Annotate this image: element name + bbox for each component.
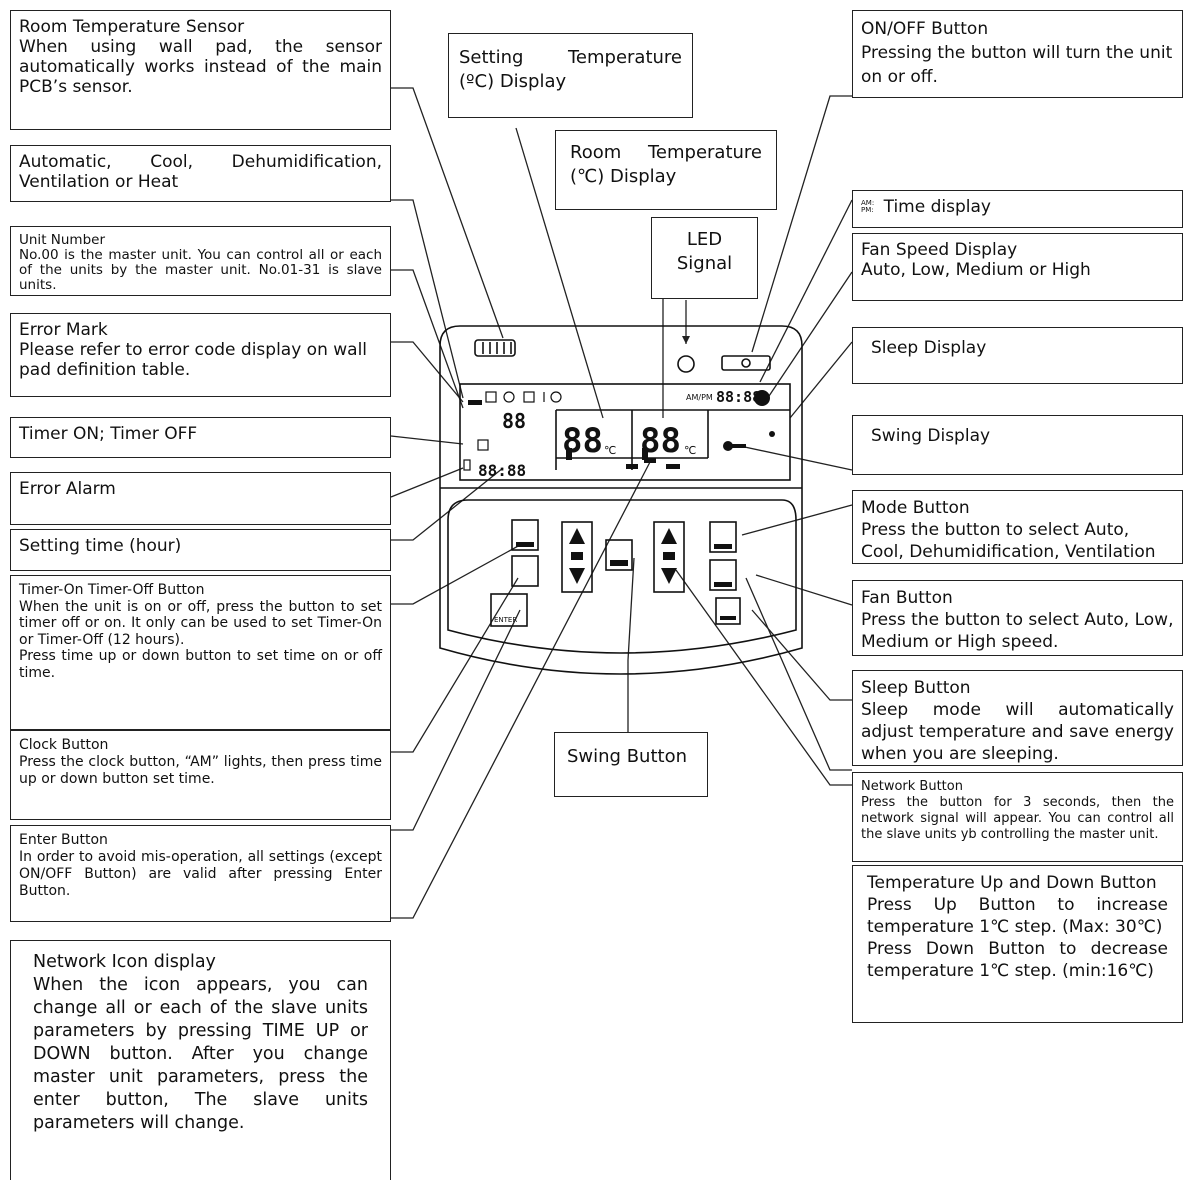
fan-speed-icon [754, 390, 770, 406]
lcd-panel [459, 383, 791, 481]
leader-unit-number [391, 269, 464, 409]
callout-enter-button: Enter Button In order to avoid mis-opera… [10, 825, 391, 922]
callout-sleep-display: Sleep Display [852, 327, 1183, 384]
set-temp-unit: ℃ [604, 444, 616, 457]
leader-timer-on-off [390, 435, 464, 445]
leader-setting-time [391, 467, 504, 541]
callout-led-signal: LED Signal [651, 217, 758, 299]
callout-setting-time: Setting time (hour) [10, 529, 391, 571]
clock-button[interactable] [511, 555, 539, 587]
led-signal-indicator [677, 355, 695, 373]
callout-timer-button: Timer-On Timer-Off Button When the unit … [10, 575, 391, 730]
enter-button[interactable] [490, 593, 528, 627]
leader-clock-button [391, 577, 519, 753]
leader-enter-button [391, 609, 521, 831]
leader-error-alarm [390, 467, 464, 498]
leader-on-off [751, 95, 852, 353]
leader-swing-button [627, 557, 635, 740]
callout-swing-button: Swing Button [554, 732, 708, 797]
callout-clock-button: Clock Button Press the clock button, “AM… [10, 730, 391, 820]
callout-error-alarm: Error Alarm [10, 472, 391, 525]
mode-button[interactable] [709, 521, 737, 553]
dry-mode-icon [523, 391, 535, 403]
callout-setting-temp: Setting Temperature (ºC) Display [448, 33, 693, 118]
sleep-icon [769, 431, 775, 437]
leader-room-temp-sensor [391, 87, 504, 339]
cool-mode-icon [503, 391, 515, 403]
time-updown-button[interactable] [561, 521, 593, 593]
auto-mode-icon [485, 391, 497, 403]
timer-button[interactable] [511, 519, 539, 551]
leader-sleep-button [751, 609, 852, 701]
leader-swing-display [739, 445, 853, 471]
room-temp-unit: ℃ [684, 444, 696, 457]
sleep-button[interactable] [715, 597, 741, 625]
callout-time-display: AM: PM: Time display [852, 190, 1183, 228]
on-off-button[interactable] [721, 355, 771, 371]
sensor-grille [474, 339, 516, 357]
enter-button-label: ENTER [494, 616, 517, 624]
unit-number-digits: 88 [502, 409, 526, 433]
leader-mode-display [391, 199, 464, 399]
leader-temp-updown [675, 569, 852, 786]
timer-on-icon [477, 439, 489, 451]
setting-time-digits: 88:88 [478, 461, 526, 480]
button-panel [447, 499, 797, 654]
callout-error-mark: Error Mark Please refer to error code di… [10, 313, 391, 397]
leader-fan-button [755, 574, 853, 606]
fan-button[interactable] [709, 559, 737, 591]
leader-time-display [759, 199, 853, 383]
callout-mode-display: Automatic, Cool, Dehumidification, Venti… [10, 145, 391, 202]
callout-sleep-button: Sleep Button Sleep mode will automatical… [852, 670, 1183, 766]
leader-sleep-display [789, 341, 853, 419]
leader-network-icon [391, 461, 651, 919]
callout-temp-updown: Temperature Up and Down Button Press Up … [852, 865, 1183, 1023]
leader-network-button [745, 577, 852, 771]
callout-unit-number: Unit Number No.00 is the master unit. Yo… [10, 226, 391, 296]
callout-timer-on-off: Timer ON; Timer OFF [10, 417, 391, 458]
set-temp-digits: 88 [562, 421, 603, 461]
ampm-label: AM/PM [686, 393, 713, 402]
callout-mode-button: Mode Button Press the button to select A… [852, 490, 1183, 564]
callout-on-off: ON/OFF Button Pressing the button will t… [852, 10, 1183, 98]
leader-timer-button [391, 544, 521, 605]
heat-mode-icon [550, 391, 562, 403]
temp-down-arrow-icon [661, 568, 677, 584]
network-icon [463, 459, 471, 471]
room-temp-digits: 88 [640, 421, 681, 461]
device-body [439, 325, 803, 675]
callout-fan-button: Fan Button Press the button to select Au… [852, 580, 1183, 656]
leader-fan-speed [764, 271, 853, 403]
leader-mode-button [741, 504, 853, 536]
swing-button[interactable] [605, 539, 633, 571]
clock-digits: 88:88 [716, 388, 761, 406]
callout-fan-speed: Fan Speed Display Auto, Low, Medium or H… [852, 233, 1183, 301]
callout-room-temp-sensor: Room Temperature Sensor When using wall … [10, 10, 391, 130]
leader-setting-temp [515, 127, 604, 419]
callout-network-icon: Network Icon display When the icon appea… [10, 940, 391, 1180]
callout-swing-display: Swing Display [852, 415, 1183, 475]
temp-up-arrow-icon [661, 528, 677, 544]
callout-room-temp: Room Temperature (℃) Display [555, 130, 777, 210]
callout-network-button: Network Button Press the button for 3 se… [852, 772, 1183, 862]
swing-icon [723, 441, 733, 451]
time-up-arrow-icon [569, 528, 585, 544]
leader-error-mark [391, 341, 464, 403]
time-down-arrow-icon [569, 568, 585, 584]
temp-updown-button[interactable] [653, 521, 685, 593]
